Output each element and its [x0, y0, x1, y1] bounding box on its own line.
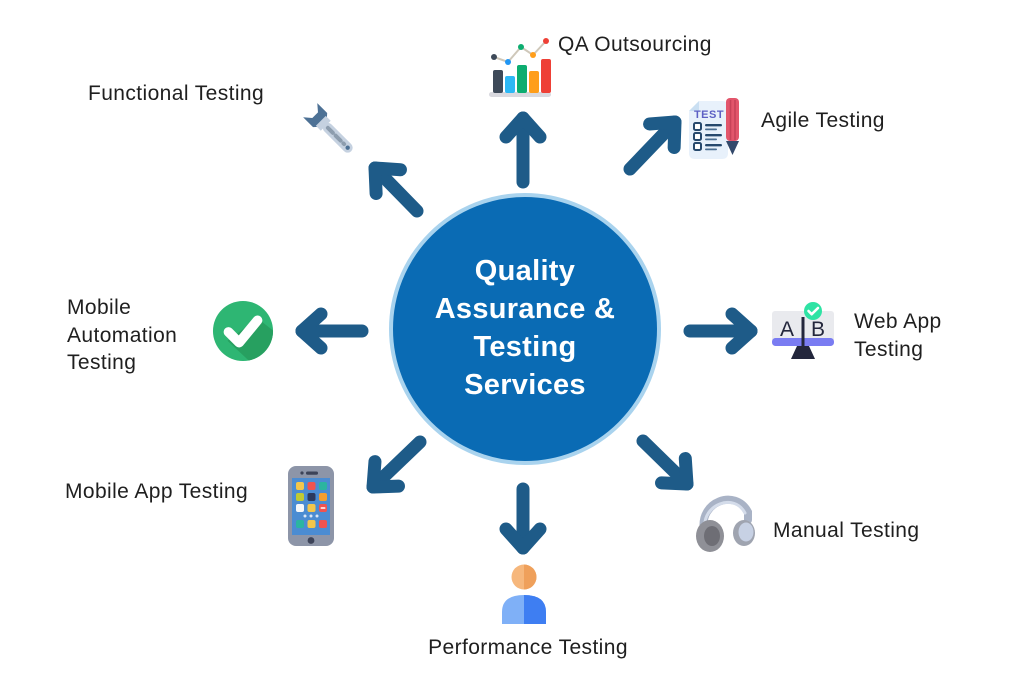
center-title-line: Assurance & [434, 293, 616, 326]
check-circle-icon [212, 300, 274, 362]
label-mobile-automation-testing: Mobile Automation Testing [67, 296, 178, 375]
svg-text:B: B [811, 318, 825, 341]
smartphone-icon [287, 465, 335, 547]
center-title: Quality Assurance & Testing Services [435, 253, 616, 405]
test-document-icon: TEST [686, 97, 742, 167]
wrench-icon [294, 94, 366, 166]
arrow-bottom-left [366, 435, 427, 494]
arrow-top-left [368, 161, 424, 218]
label-web-app-testing: Web App Testing [854, 310, 942, 361]
ab-monitor-icon: A B [771, 302, 835, 364]
label-agile-testing: Agile Testing [761, 109, 885, 132]
center-title-line: Testing [473, 331, 577, 363]
label-mobile-app-testing: Mobile App Testing [65, 480, 249, 503]
arrow-top-right [623, 115, 682, 176]
arrow-bottom-right [636, 434, 694, 491]
center-title-line: Quality [474, 255, 576, 288]
person-icon [496, 564, 552, 624]
bar-chart-icon [487, 34, 557, 100]
center-title-line: Services [464, 368, 586, 401]
label-manual-testing: Manual Testing [773, 519, 920, 542]
label-performance-testing: Performance Testing [428, 636, 628, 659]
headphones-icon [695, 486, 759, 556]
label-qa-outsourcing: QA Outsourcing [558, 33, 712, 56]
label-functional-testing: Functional Testing [88, 82, 265, 105]
center-circle: Quality Assurance & Testing Services [389, 193, 661, 465]
svg-text:A: A [780, 318, 794, 341]
svg-text:TEST: TEST [694, 109, 724, 121]
